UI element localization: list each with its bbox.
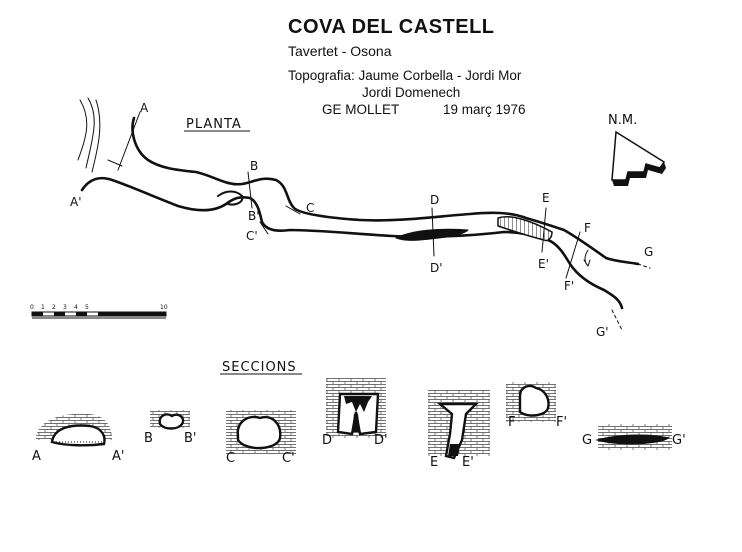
svg-text:C: C bbox=[226, 451, 235, 466]
station-f: F bbox=[584, 221, 591, 235]
section-b: B B' bbox=[144, 410, 197, 446]
svg-text:G': G' bbox=[672, 433, 686, 448]
north-label: N.M. bbox=[608, 113, 637, 128]
cliff-outline bbox=[77, 97, 101, 173]
station-a: A bbox=[140, 101, 149, 115]
section-e: E E' bbox=[428, 390, 490, 470]
hatched-area-e bbox=[497, 216, 553, 242]
station-e-prime: E' bbox=[538, 257, 549, 271]
plan-label: PLANTA bbox=[186, 117, 242, 132]
station-c-prime: C' bbox=[246, 229, 258, 243]
section-cuts bbox=[107, 111, 651, 331]
station-d-prime: D' bbox=[430, 261, 443, 275]
station-b: B bbox=[250, 159, 258, 173]
station-g-prime: G' bbox=[596, 325, 609, 339]
station-e: E bbox=[542, 191, 550, 205]
section-g: G G' bbox=[582, 424, 686, 450]
cave-wall-upper bbox=[131, 116, 640, 266]
map-subtitle: Tavertet - Osona bbox=[288, 43, 392, 59]
pool-d bbox=[395, 228, 469, 241]
scale-tick-5: 5 bbox=[85, 304, 89, 311]
map-title: COVA DEL CASTELL bbox=[288, 16, 495, 38]
section-a: A A' bbox=[32, 413, 124, 464]
cave-inner-loop bbox=[217, 190, 244, 206]
station-a-prime: A' bbox=[70, 195, 82, 209]
scale-tick-4: 4 bbox=[74, 304, 78, 311]
scale-tick-0: 0 bbox=[30, 304, 34, 311]
scale-bar: 0 1 2 3 4 5 10 bbox=[30, 304, 168, 319]
svg-text:E: E bbox=[430, 455, 438, 470]
svg-text:F': F' bbox=[556, 415, 567, 430]
section-f: F F' bbox=[506, 382, 567, 430]
flow-arrow-1 bbox=[583, 249, 591, 267]
section-d: D D' bbox=[322, 378, 388, 448]
club-name: GE MOLLET bbox=[322, 102, 400, 117]
svg-text:A': A' bbox=[112, 449, 124, 464]
station-c: C bbox=[306, 201, 314, 215]
svg-text:G: G bbox=[582, 433, 592, 448]
svg-text:F: F bbox=[508, 415, 515, 430]
station-g: G bbox=[644, 245, 653, 259]
svg-text:A: A bbox=[32, 449, 41, 464]
station-d: D bbox=[430, 193, 439, 207]
topography-credits: Topografia: Jaume Corbella - Jordi Mor bbox=[288, 68, 522, 83]
scale-tick-1: 1 bbox=[41, 304, 45, 311]
station-f-prime: F' bbox=[564, 279, 574, 293]
svg-text:D': D' bbox=[374, 433, 388, 448]
sections-label: SECCIONS bbox=[222, 360, 297, 375]
svg-text:D: D bbox=[322, 433, 332, 448]
scale-tick-2: 2 bbox=[52, 304, 56, 311]
scale-tick-3: 3 bbox=[63, 304, 67, 311]
station-b-prime: B' bbox=[248, 209, 260, 223]
survey-date: 19 març 1976 bbox=[443, 102, 526, 117]
scale-tick-10: 10 bbox=[160, 304, 168, 311]
cave-wall-lower bbox=[80, 176, 624, 310]
plan-view bbox=[77, 97, 651, 331]
svg-text:B: B bbox=[144, 431, 153, 446]
svg-text:E': E' bbox=[462, 455, 474, 470]
svg-text:B': B' bbox=[184, 431, 197, 446]
station-labels: A A' B B' C C' D D' E E' F F' G G' bbox=[70, 101, 653, 339]
section-c: C C' bbox=[226, 410, 296, 466]
svg-text:C': C' bbox=[282, 451, 295, 466]
topography-credits-2: Jordi Domenech bbox=[362, 85, 461, 100]
north-arrow-icon: N.M. bbox=[608, 113, 666, 186]
